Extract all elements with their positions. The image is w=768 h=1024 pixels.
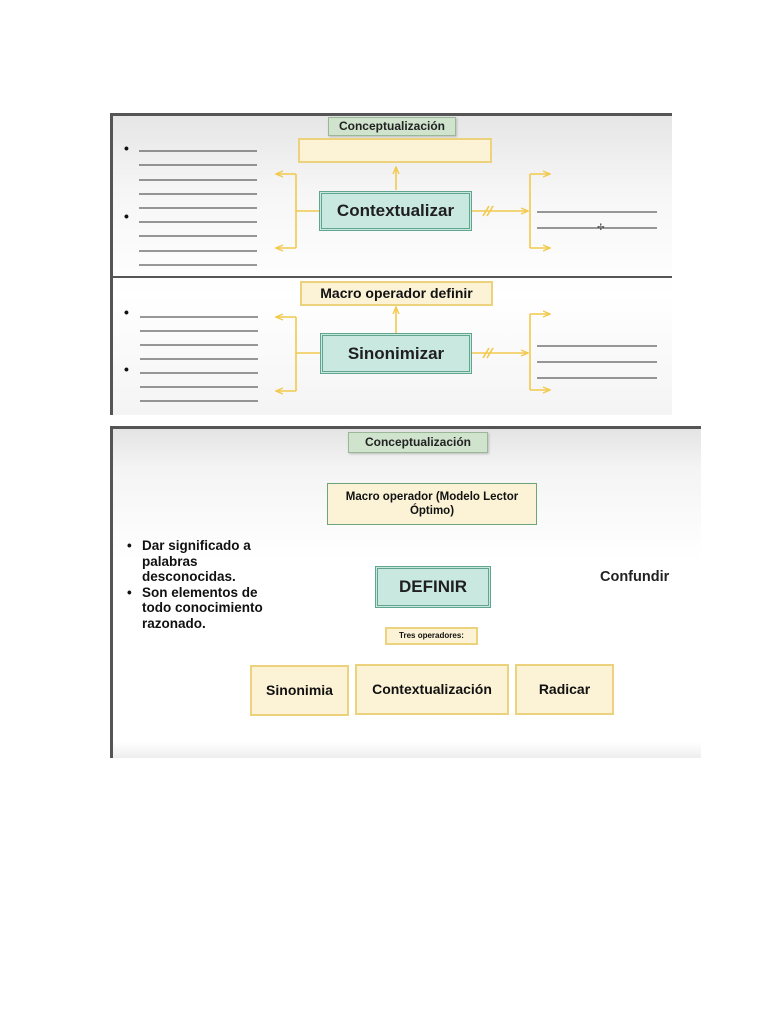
cursor-glyph: ✢	[597, 222, 605, 232]
break-mark	[482, 205, 490, 217]
definir-bullets: Dar significado a palabras desconocidas.…	[124, 538, 284, 631]
operator-radicar: Radicar	[515, 664, 614, 715]
bullet-item: Dar significado a palabras desconocidas.	[124, 538, 284, 585]
operator-sinonimia: Sinonimia	[250, 665, 349, 716]
section-sinonimizar-connectors	[276, 307, 550, 391]
confundir-label: Confundir	[600, 569, 670, 585]
break-mark	[486, 347, 494, 359]
contextualizar-box: Contextualizar	[319, 191, 472, 231]
conceptualizacion-header: Conceptualización	[328, 117, 456, 136]
blank-lines-b	[140, 316, 657, 402]
bullet-marker: •	[124, 208, 129, 224]
operator-contextualizacion: Contextualización	[355, 664, 509, 715]
bullet-marker: •	[124, 304, 129, 320]
macro-operador-modelo-box: Macro operador (Modelo Lector Óptimo)	[327, 483, 537, 525]
conceptualizacion-header-2: Conceptualización	[348, 432, 488, 453]
bullet-marker: •	[124, 140, 129, 156]
bullet-marker: •	[124, 361, 129, 377]
macro-operador-definir-box: Macro operador definir	[300, 281, 493, 306]
break-mark	[486, 205, 494, 217]
blank-top-box	[298, 138, 492, 163]
bullet-item: Son elementos de todo conocimiento razon…	[124, 585, 284, 632]
tres-operadores-label: Tres operadores:	[385, 627, 478, 645]
definir-box: DEFINIR	[375, 566, 491, 608]
sinonimizar-box: Sinonimizar	[320, 333, 472, 374]
section-contextualizar-connectors	[276, 167, 550, 248]
break-mark	[482, 347, 490, 359]
